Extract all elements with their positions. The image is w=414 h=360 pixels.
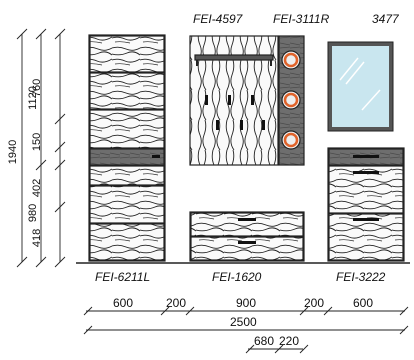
dim-lower-mid: 402: [31, 179, 43, 197]
dim-bottom-b: 220: [279, 334, 299, 348]
mirror: [327, 41, 394, 132]
label-lowboard: FEI-1620: [212, 270, 262, 284]
dim-lower: 418: [31, 229, 43, 247]
dim-gap-left: 200: [166, 296, 186, 310]
label-right-cabinet: FEI-3222: [336, 270, 386, 284]
dim-width-middle: 900: [236, 296, 256, 310]
right-cabinet: [327, 147, 405, 262]
horizontal-dimensions: [83, 306, 409, 354]
dim-total-width: 2500: [230, 315, 257, 329]
dim-upper-total: 1120: [27, 86, 39, 110]
vertical-dimensions: [16, 28, 66, 268]
dim-upper: 760: [31, 79, 43, 97]
lowboard: [189, 211, 305, 262]
dim-gap-right: 200: [304, 296, 324, 310]
dim-lower-total: 980: [27, 204, 39, 222]
coat-hooks: [205, 95, 265, 130]
dim-mid: 150: [31, 133, 43, 151]
dim-total-height: 1940: [7, 140, 19, 164]
label-tall-cabinet: FEI-6211L: [95, 270, 150, 284]
label-mirror: 3477: [372, 12, 400, 26]
hallstand-panel: [189, 35, 279, 166]
tall-cabinet: [88, 34, 166, 262]
coat-panel: [278, 35, 305, 166]
dim-width-right: 600: [353, 296, 373, 310]
dim-bottom-a: 680: [254, 334, 274, 348]
dim-width-left: 600: [113, 296, 133, 310]
label-coat-panel: FEI-3111R: [273, 12, 330, 26]
label-hallstand: FEI-4597: [193, 12, 244, 26]
drawer-handle: [152, 155, 160, 158]
